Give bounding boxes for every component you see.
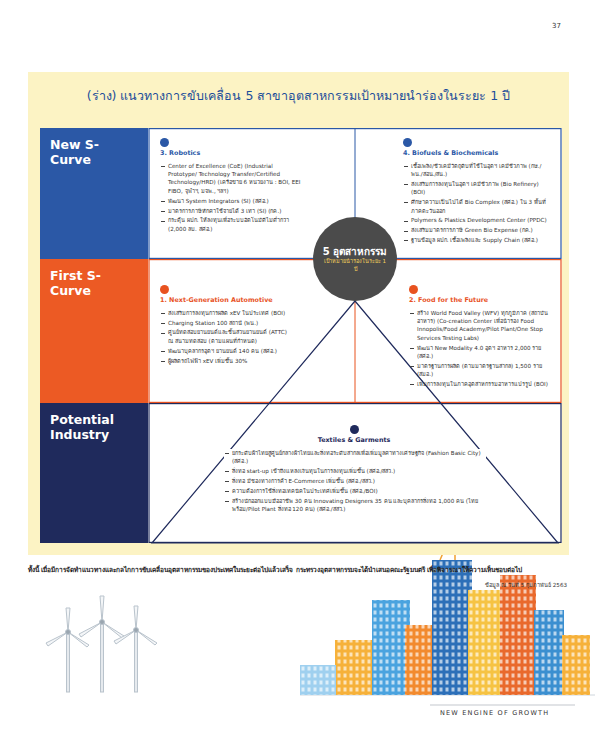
measure-item: สิ่งทอ start-up เข้าถึงแหล่งเงินทุนในการ… [224,467,486,475]
draft-panel: (ร่าง) แนวทางการขับเคลื่อน 5 สาขาอุตสาหก… [28,72,569,555]
measure-item: ความต้องการใช้สิ่งทอเทคนิคในประเทศเพิ่มข… [224,487,486,495]
panel-title: (ร่าง) แนวทางการขับเคลื่อน 5 สาขาอุตสาหก… [28,88,569,104]
measure-item: พัฒนาบุคลากรอุตฯ ยานยนต์ 140 คน (สศอ.) [160,347,293,355]
measure-item: ฐานข้อมูล ผปก. เชื้อเพลิงและ Supply Chai… [403,236,552,244]
measure-item: ศูนย์ทดสอบยานยนต์และชิ้นส่วนยานยนต์ (ATT… [160,328,293,345]
content-ground [148,128,562,543]
measure-item: ศึกษาความเป็นไปได้ Bio Complex (สศอ.) ใน… [403,198,552,215]
band-label: First S-Curve [50,268,122,298]
footer-rule [430,705,575,706]
measure-item: Polymers & Plastics Development Center (… [403,216,552,224]
measure-item: เพิ่มการลงทุนในภาคอุตสาหกรรมอาหารแปรรูป … [409,380,552,388]
measure-item: Charging Station 100 สถานี (พน.) [160,319,293,327]
measure-item: พัฒนา System Integrators (SI) (สศอ.) [160,197,303,205]
measure-item: เชื้อเพลิง/ชีวเคมีวัตถุดิบที่ใช้ในอุตฯ เ… [403,162,552,179]
center-circle: 5 อุตสาหกรรมเป้าหมายนำร่องในระยะ 1 ปี [313,217,397,301]
measure-item: ผู้ผลิตรถไฟฟ้า xEV เพิ่มขึ้น 30% [160,357,293,365]
measure-item: ส่งเสริมมาตรการภาษี Green Bio Expense (ก… [403,226,552,234]
category-band: Potential Industry [40,403,148,543]
wind-turbines [46,596,157,692]
measure-item: สร้าง World Food Valley (WFV) ทุกภูมิภาค… [409,309,552,343]
industry-heading: 2. Food for the Future [409,285,552,306]
industry-heading: 1. Next-Generation Automotive [160,285,293,306]
industry-heading: 4. Biofuels & Biochemicals [403,138,552,159]
category-band: New S-Curve [40,128,148,259]
measure-item: ส่งเสริมการลงทุนการผลิต xEV ในประเทศ (BO… [160,309,293,317]
category-band: First S-Curve [40,259,148,403]
measure-item: ส่งเสริมการลงทุนในอุตฯ เคมีชีวภาพ (Bio R… [403,180,552,197]
band-label: Potential Industry [50,412,122,442]
measure-item: สร้างนักออกแบบมืออาชีพ 30 คน Innovating … [224,497,486,514]
band-label: New S-Curve [50,137,122,167]
circle-title: 5 อุตสาหกรรม [323,245,387,258]
measure-item: มาตรฐานการผลิต (ตามมาตรฐานสากล) 1,500 รา… [409,362,552,379]
measure-item: Center of Excellence (CoE) (Industrial P… [160,162,303,196]
industry-heading: Textiles & Garments [224,425,486,446]
note-paragraph: ทั้งนี้ เมื่อมีการจัดทำแนวทางและกลไกการข… [28,565,568,575]
footer-title: NEW ENGINE OF GROWTH [440,709,549,717]
measure-item: ยกระดับผ้าไทยสู่ศูนย์กลางผ้าไทยและสิ่งทอ… [224,449,486,466]
circle-subtitle: เป้าหมายนำร่องในระยะ 1 ปี [322,258,388,272]
potential-triangle: Textiles & Garments ยกระดับผ้าไทยสู่ศูนย์… [152,301,558,543]
page-number: 37 [552,22,561,30]
industry-heading: 3. Robotics [160,138,303,159]
data-date: ข้อมูล ณ วันที่ 5 กุมภาพันธ์ 2563 [485,581,567,589]
triangle-line [152,301,558,543]
measure-item: มาตรการภาษีหักค่าใช้จ่ายได้ 3 เท่า (SI) … [160,207,303,215]
measure-item: สิ่งทอ มีช่องทางการค้า E-Commerce เพิ่มข… [224,477,486,485]
measure-item: กระตุ้น ผปก. ให้ลงทุนเพื่อระบบอัตโนมัติไ… [160,216,303,233]
measure-item: พัฒนา New Modality 4.0 อุตฯ อาหาร 2,000 … [409,344,552,361]
